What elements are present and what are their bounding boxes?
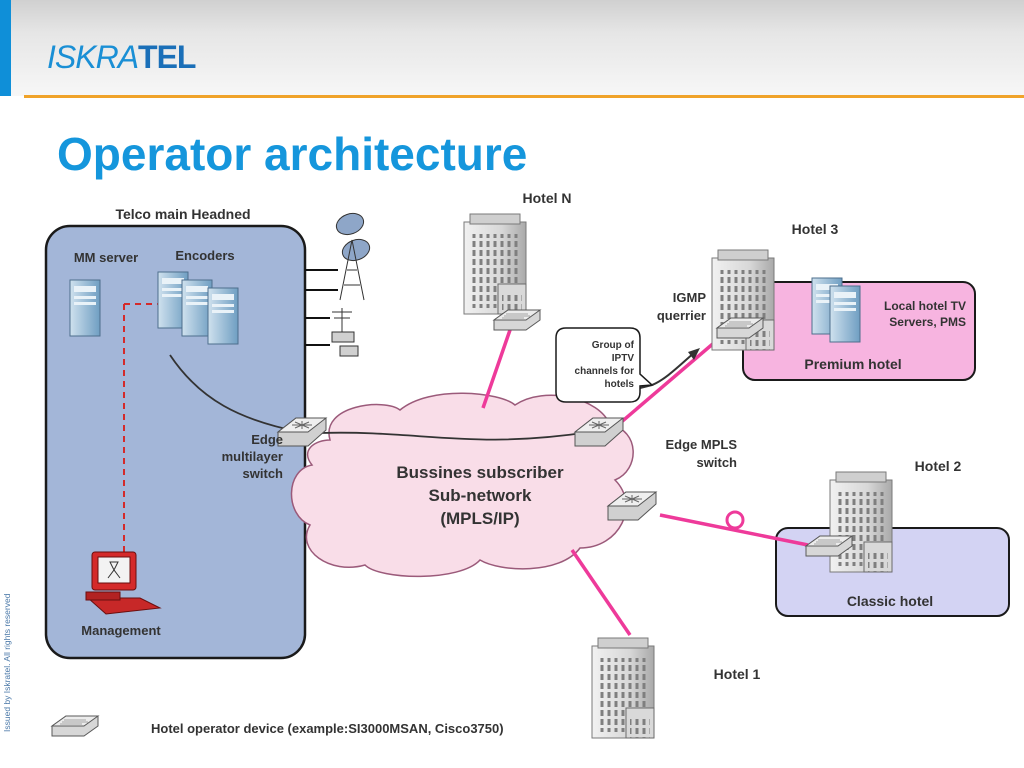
local-servers-label-1: Local hotel TV xyxy=(884,299,966,313)
iskratel-logo: ISKRATEL xyxy=(47,39,196,75)
mm-server-label: MM server xyxy=(74,250,138,265)
header-band xyxy=(0,0,1024,96)
hotel-n-label: Hotel N xyxy=(523,190,572,206)
legend-device-icon xyxy=(51,715,99,737)
local-server-icon xyxy=(811,277,861,343)
encoders-label: Encoders xyxy=(175,248,234,263)
headend-title: Telco main Headned xyxy=(115,206,250,222)
edge-switch-label-2: multilayer xyxy=(222,449,283,464)
logo-part2: TEL xyxy=(138,39,196,75)
classic-hotel-label: Classic hotel xyxy=(847,593,933,609)
edge-switch-label-3: switch xyxy=(243,466,284,481)
satellite-dish-icon xyxy=(335,212,371,301)
callout-text-4: hotels xyxy=(605,379,635,390)
hotel-n-building xyxy=(463,213,527,315)
cloud-label-3: (MPLS/IP) xyxy=(440,509,519,528)
hotel-2-label: Hotel 2 xyxy=(915,458,962,474)
callout-text-2: IPTV xyxy=(612,353,635,364)
link-endpoint xyxy=(725,510,745,530)
management-label: Management xyxy=(81,623,161,638)
edge-switch-label-1: Edge xyxy=(251,432,283,447)
callout-text-1: Group of xyxy=(592,340,635,351)
management-pc-icon xyxy=(85,551,162,615)
legend-text: Hotel operator device (example:SI3000MSA… xyxy=(151,721,504,736)
premium-hotel-label: Premium hotel xyxy=(804,356,901,372)
hotel-1-label: Hotel 1 xyxy=(714,666,761,682)
logo-part1: ISKRA xyxy=(47,39,139,75)
backbone-link xyxy=(319,431,591,441)
hotel-3-label: Hotel 3 xyxy=(792,221,839,237)
cloud-label-2: Sub-network xyxy=(429,486,532,505)
hotel-2-building xyxy=(829,471,893,573)
igmp-label-2: querrier xyxy=(657,308,706,323)
management-link xyxy=(123,303,158,570)
page-title: Operator architecture xyxy=(57,128,528,180)
hotel-links xyxy=(481,329,809,636)
header-rule xyxy=(24,95,1024,98)
igmp-label-1: IGMP xyxy=(673,290,707,305)
encoder-link xyxy=(169,354,301,433)
antenna-icon xyxy=(331,308,359,357)
hotel-1-building xyxy=(591,637,655,739)
subnetwork-cloud xyxy=(290,392,634,578)
mm-server-icon xyxy=(69,279,101,337)
callout-text-3: channels for xyxy=(575,366,635,377)
satellite-feed-lines xyxy=(305,269,338,346)
header-accent-bar xyxy=(0,0,11,96)
arrow-head xyxy=(688,348,700,360)
callout-bubble xyxy=(555,327,654,403)
edge-mpls-label-1: Edge MPLS xyxy=(665,437,737,452)
cloud-label-1: Bussines subscriber xyxy=(396,463,564,482)
edge-mpls-label-2: switch xyxy=(697,455,738,470)
local-servers-label-2: Servers, PMS xyxy=(889,315,966,329)
